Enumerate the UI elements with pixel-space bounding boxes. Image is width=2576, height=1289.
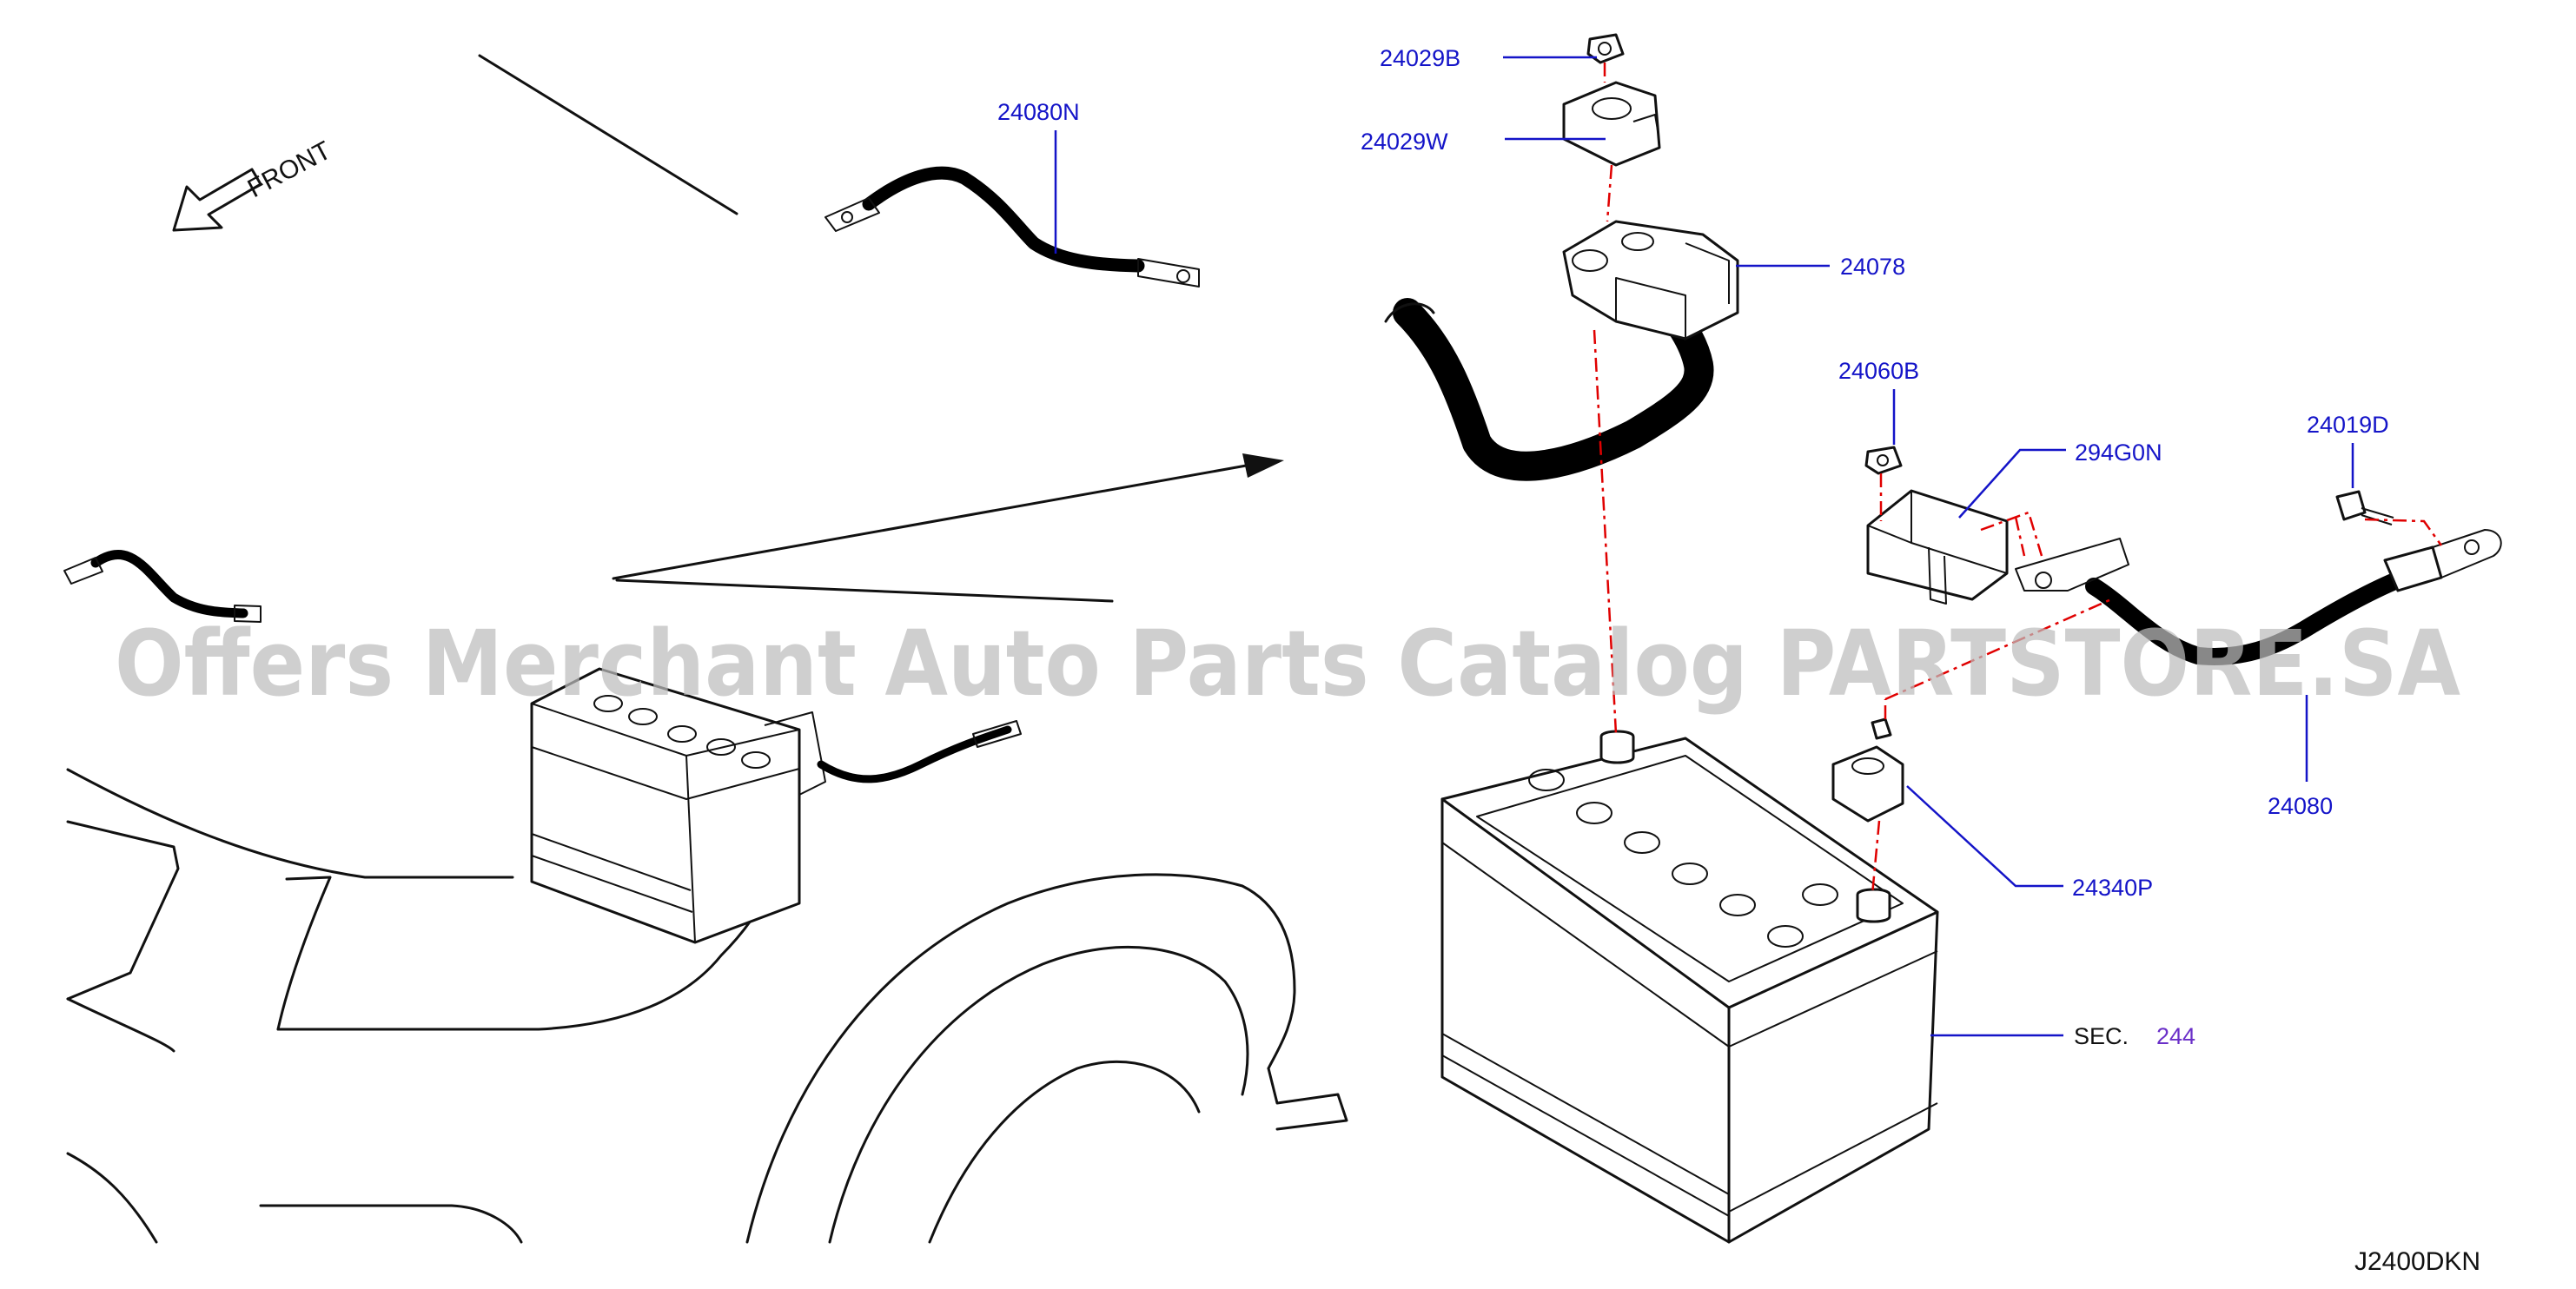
bolt-24019D-illustration [2335, 490, 2394, 526]
car-body-outline [66, 54, 1348, 1244]
svg-text:24029B: 24029B [1380, 45, 1460, 71]
svg-text:24019D: 24019D [2307, 412, 2389, 438]
diagram-code: J2400DKN [2354, 1247, 2480, 1276]
svg-text:24029W: 24029W [1361, 129, 1448, 155]
section-number: 244 [2156, 1023, 2195, 1049]
section-prefix: SEC. [2074, 1023, 2129, 1049]
label-24060B[interactable]: 24060B [1838, 358, 1919, 445]
svg-text:24080N: 24080N [997, 99, 1080, 125]
cable-small-left-illustration [63, 550, 262, 623]
section-reference[interactable]: SEC. 244 [1930, 1023, 2195, 1049]
watermark-text: Offers Merchant Auto Parts Catalog PARTS… [115, 611, 2460, 717]
clamp-24029W-illustration [1562, 81, 1661, 167]
detail-pointer-arrow [612, 453, 1284, 580]
label-24078[interactable]: 24078 [1736, 254, 1905, 280]
label-24019D[interactable]: 24019D [2307, 412, 2389, 488]
cable-24080-illustration [2015, 529, 2502, 665]
terminal-24340P-illustration [1831, 717, 1904, 823]
label-294G0N[interactable]: 294G0N [1958, 440, 2162, 519]
harness-24078-illustration [1384, 220, 1739, 481]
label-24340P[interactable]: 24340P [1906, 785, 2153, 901]
label-24080[interactable]: 24080 [2268, 695, 2333, 819]
label-24029B[interactable]: 24029B [1380, 45, 1597, 71]
svg-text:24060B: 24060B [1838, 358, 1919, 384]
sensor-294G0N-illustration [1866, 489, 2009, 605]
nut-24029B-illustration [1586, 33, 1625, 64]
svg-text:24080: 24080 [2268, 793, 2333, 819]
svg-text:24078: 24078 [1840, 254, 1905, 280]
battery-large-illustration [1440, 730, 1939, 1244]
label-24080N[interactable]: 24080N [997, 99, 1080, 254]
svg-text:294G0N: 294G0N [2075, 440, 2162, 466]
assembly-lines [1593, 63, 2443, 896]
label-24029W[interactable]: 24029W [1361, 129, 1606, 155]
nut-24060B-illustration [1864, 446, 1903, 475]
battery-small-illustration [530, 667, 1022, 944]
svg-text:24340P: 24340P [2072, 875, 2153, 901]
front-direction-arrow: FRONT [172, 136, 336, 232]
cable-24080N-illustration [824, 166, 1200, 288]
front-label: FRONT [243, 136, 336, 204]
